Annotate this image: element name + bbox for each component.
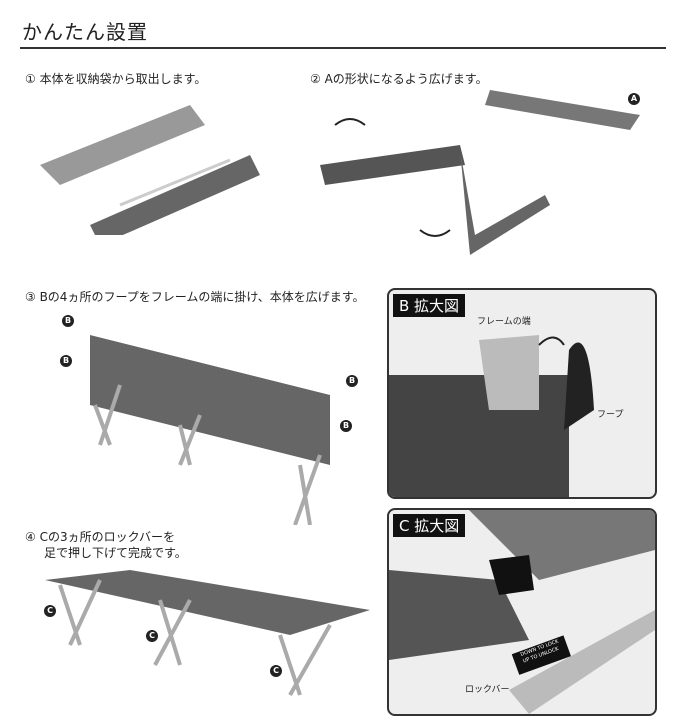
step-3-illustration xyxy=(90,335,330,525)
step-3-text: ③ Bの4ヵ所のフープをフレームの端に掛け、本体を広げます。 xyxy=(25,290,365,304)
step-2-text: ② Aの形状になるよう広げます。 xyxy=(310,72,488,86)
step-4-text-line2: 足で押し下げて完成です。 xyxy=(44,546,187,560)
page-title: かんたん設置 xyxy=(22,20,148,44)
frame-end-label: フレームの端 xyxy=(477,317,531,327)
zoom-panel-c: C 拡大図 DOWN TO LOCK UP TO UNLOCK ロックバー xyxy=(387,508,657,716)
lock-bar-label: ロックバー xyxy=(465,685,510,695)
marker-b: B xyxy=(62,315,74,327)
step-2-illustration xyxy=(320,90,640,255)
hoop-label: フープ xyxy=(597,410,624,420)
lock-bar-closeup-illustration xyxy=(389,510,655,714)
marker-c: C xyxy=(146,630,158,642)
marker-b: B xyxy=(340,420,352,432)
panel-c-title: C 拡大図 xyxy=(393,514,466,537)
step-4-illustration xyxy=(45,570,370,696)
marker-b: B xyxy=(60,355,72,367)
panel-b-title: B 拡大図 xyxy=(393,294,466,317)
step-1-illustration xyxy=(40,105,260,235)
zoom-panel-b: B 拡大図 フレームの端 フープ xyxy=(387,288,657,499)
marker-a: A xyxy=(628,93,640,105)
marker-c: C xyxy=(44,605,56,617)
hoop-closeup-illustration xyxy=(389,335,594,497)
step-4-text-line1: ④ Cの3ヵ所のロックバーを xyxy=(25,530,175,544)
step-1-text: ① 本体を収納袋から取出します。 xyxy=(25,72,207,86)
marker-b: B xyxy=(346,375,358,387)
marker-c: C xyxy=(270,665,282,677)
title-divider xyxy=(20,47,666,49)
